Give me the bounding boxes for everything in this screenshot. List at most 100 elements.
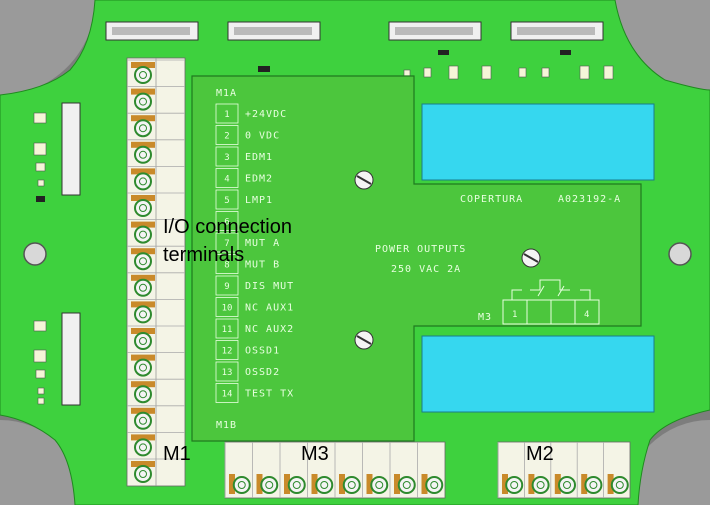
bottom-contact (554, 474, 561, 494)
bottom-terminal-screw (397, 476, 416, 494)
power-rating-label: 250 VAC 2A (391, 264, 461, 275)
bottom-terminal-screw (505, 476, 524, 494)
bottom-contact (502, 474, 508, 494)
terminal-number: 8 (224, 261, 229, 271)
bottom-contact (581, 474, 588, 494)
screw-3 (354, 330, 374, 350)
bottom-terminal-screw-core (237, 481, 246, 489)
m1-terminal-screw (134, 145, 152, 164)
bottom-terminal-screw (584, 476, 603, 494)
bottom-terminal-screw (315, 476, 334, 494)
terminal-label: 0 VDC (245, 131, 280, 142)
terminal-number: 13 (222, 368, 233, 378)
smd-pads-top (403, 65, 614, 80)
m1-terminal-screw-core (139, 257, 147, 266)
m1-terminal-screw-core (139, 230, 147, 239)
terminal-number: 6 (224, 218, 229, 228)
bottom-terminal-screw-core (347, 481, 356, 489)
bottom-contact (528, 474, 535, 494)
m1-terminal-screw (134, 172, 152, 191)
m3-pin-4: 4 (584, 310, 589, 320)
terminal-number-box (215, 146, 239, 167)
m3-pin-1: 1 (512, 310, 517, 320)
terminal-number-box (215, 232, 239, 253)
bottom-terminal-screw (260, 476, 279, 494)
left-connectors (61, 102, 81, 406)
enclosure-corner-br (625, 420, 710, 505)
terminal-label: OSSD1 (245, 346, 280, 357)
terminal-number: 12 (222, 347, 233, 357)
m1-terminal-screw-core (139, 390, 147, 399)
m3-symbol-label: M3 (478, 312, 492, 323)
enclosure-corner-tl (0, 0, 95, 95)
m1-terminal-screw-core (139, 177, 147, 186)
m1-terminal-screw (134, 119, 152, 138)
terminal-number-box (215, 383, 239, 403)
m1-contact (131, 141, 155, 148)
bottom-contact (311, 474, 318, 494)
m1-terminal-screw-core (139, 310, 147, 319)
terminal-label: MUT A (245, 238, 280, 249)
bottom-terminal-screw-core (615, 481, 624, 489)
terminal-number-box (215, 254, 239, 274)
bottom-contact (339, 474, 345, 494)
screw-2 (521, 248, 541, 268)
bottom-terminal-screw (287, 476, 306, 494)
m1-terminal-screw (134, 465, 152, 483)
terminal-number-box (215, 361, 239, 382)
terminal-label: NC AUX1 (245, 303, 294, 314)
terminal-number: 4 (224, 175, 229, 185)
terminal-label: +24VDC (245, 109, 287, 120)
m1-terminal-screw (134, 278, 152, 297)
bottom-terminal-screw-core (536, 481, 545, 489)
bottom-terminal-screw-core (430, 481, 439, 489)
terminal-label: EDM2 (245, 174, 273, 185)
terminal-number-box (215, 189, 239, 210)
screw-1 (354, 170, 374, 190)
m1-terminal-screw (134, 385, 152, 404)
bottom-terminal-screw-core (265, 481, 274, 489)
terminal-label: OSSD2 (245, 367, 280, 378)
enclosure-corner-bl (0, 420, 85, 505)
terminal-number-box (215, 275, 239, 296)
m1-label: M1 (163, 443, 191, 465)
m1-contact (131, 434, 155, 441)
power-outputs-label: POWER OUTPUTS (375, 244, 466, 255)
top-connectors (105, 21, 604, 41)
m1-contact (131, 301, 155, 308)
bottom-terminal-screw-core (320, 481, 329, 489)
io-terminals-label-line1: I/O connection (163, 216, 292, 238)
terminal-number: 2 (224, 132, 229, 142)
m1-contact (131, 354, 155, 361)
m1-terminal-screw (134, 332, 152, 350)
m1-contact (131, 195, 155, 201)
m1-contact (131, 88, 155, 95)
bottom-terminal-screw-core (375, 481, 384, 489)
bottom-contact (607, 474, 614, 494)
bottom-contact (256, 474, 263, 494)
left-pads (33, 112, 47, 405)
terminal-number: 11 (222, 325, 233, 335)
bottom-contact (366, 474, 373, 494)
bottom-terminal-screw (425, 476, 444, 494)
m1a-label: M1A (216, 88, 237, 99)
m1-terminal-screw (134, 305, 152, 324)
m1-contact (131, 381, 155, 388)
m1-terminal-screw (134, 199, 152, 217)
m1-contact (131, 62, 155, 68)
m1-terminal-screw (134, 411, 152, 430)
bottom-terminal-screw-core (510, 481, 519, 489)
bottom-contact (284, 474, 290, 494)
m1-terminal-screw-core (139, 470, 147, 478)
relay-top (421, 103, 655, 181)
m1-terminal-screw (134, 252, 152, 271)
m1-terminal-screw (134, 66, 152, 84)
terminal-number: 9 (224, 282, 229, 292)
bottom-terminal-cells (224, 442, 629, 498)
io-terminals-label-line2: terminals (163, 244, 244, 266)
relay-bottom (421, 335, 655, 413)
m1-contact (131, 115, 155, 122)
m1-terminal-screw-core (139, 416, 147, 425)
